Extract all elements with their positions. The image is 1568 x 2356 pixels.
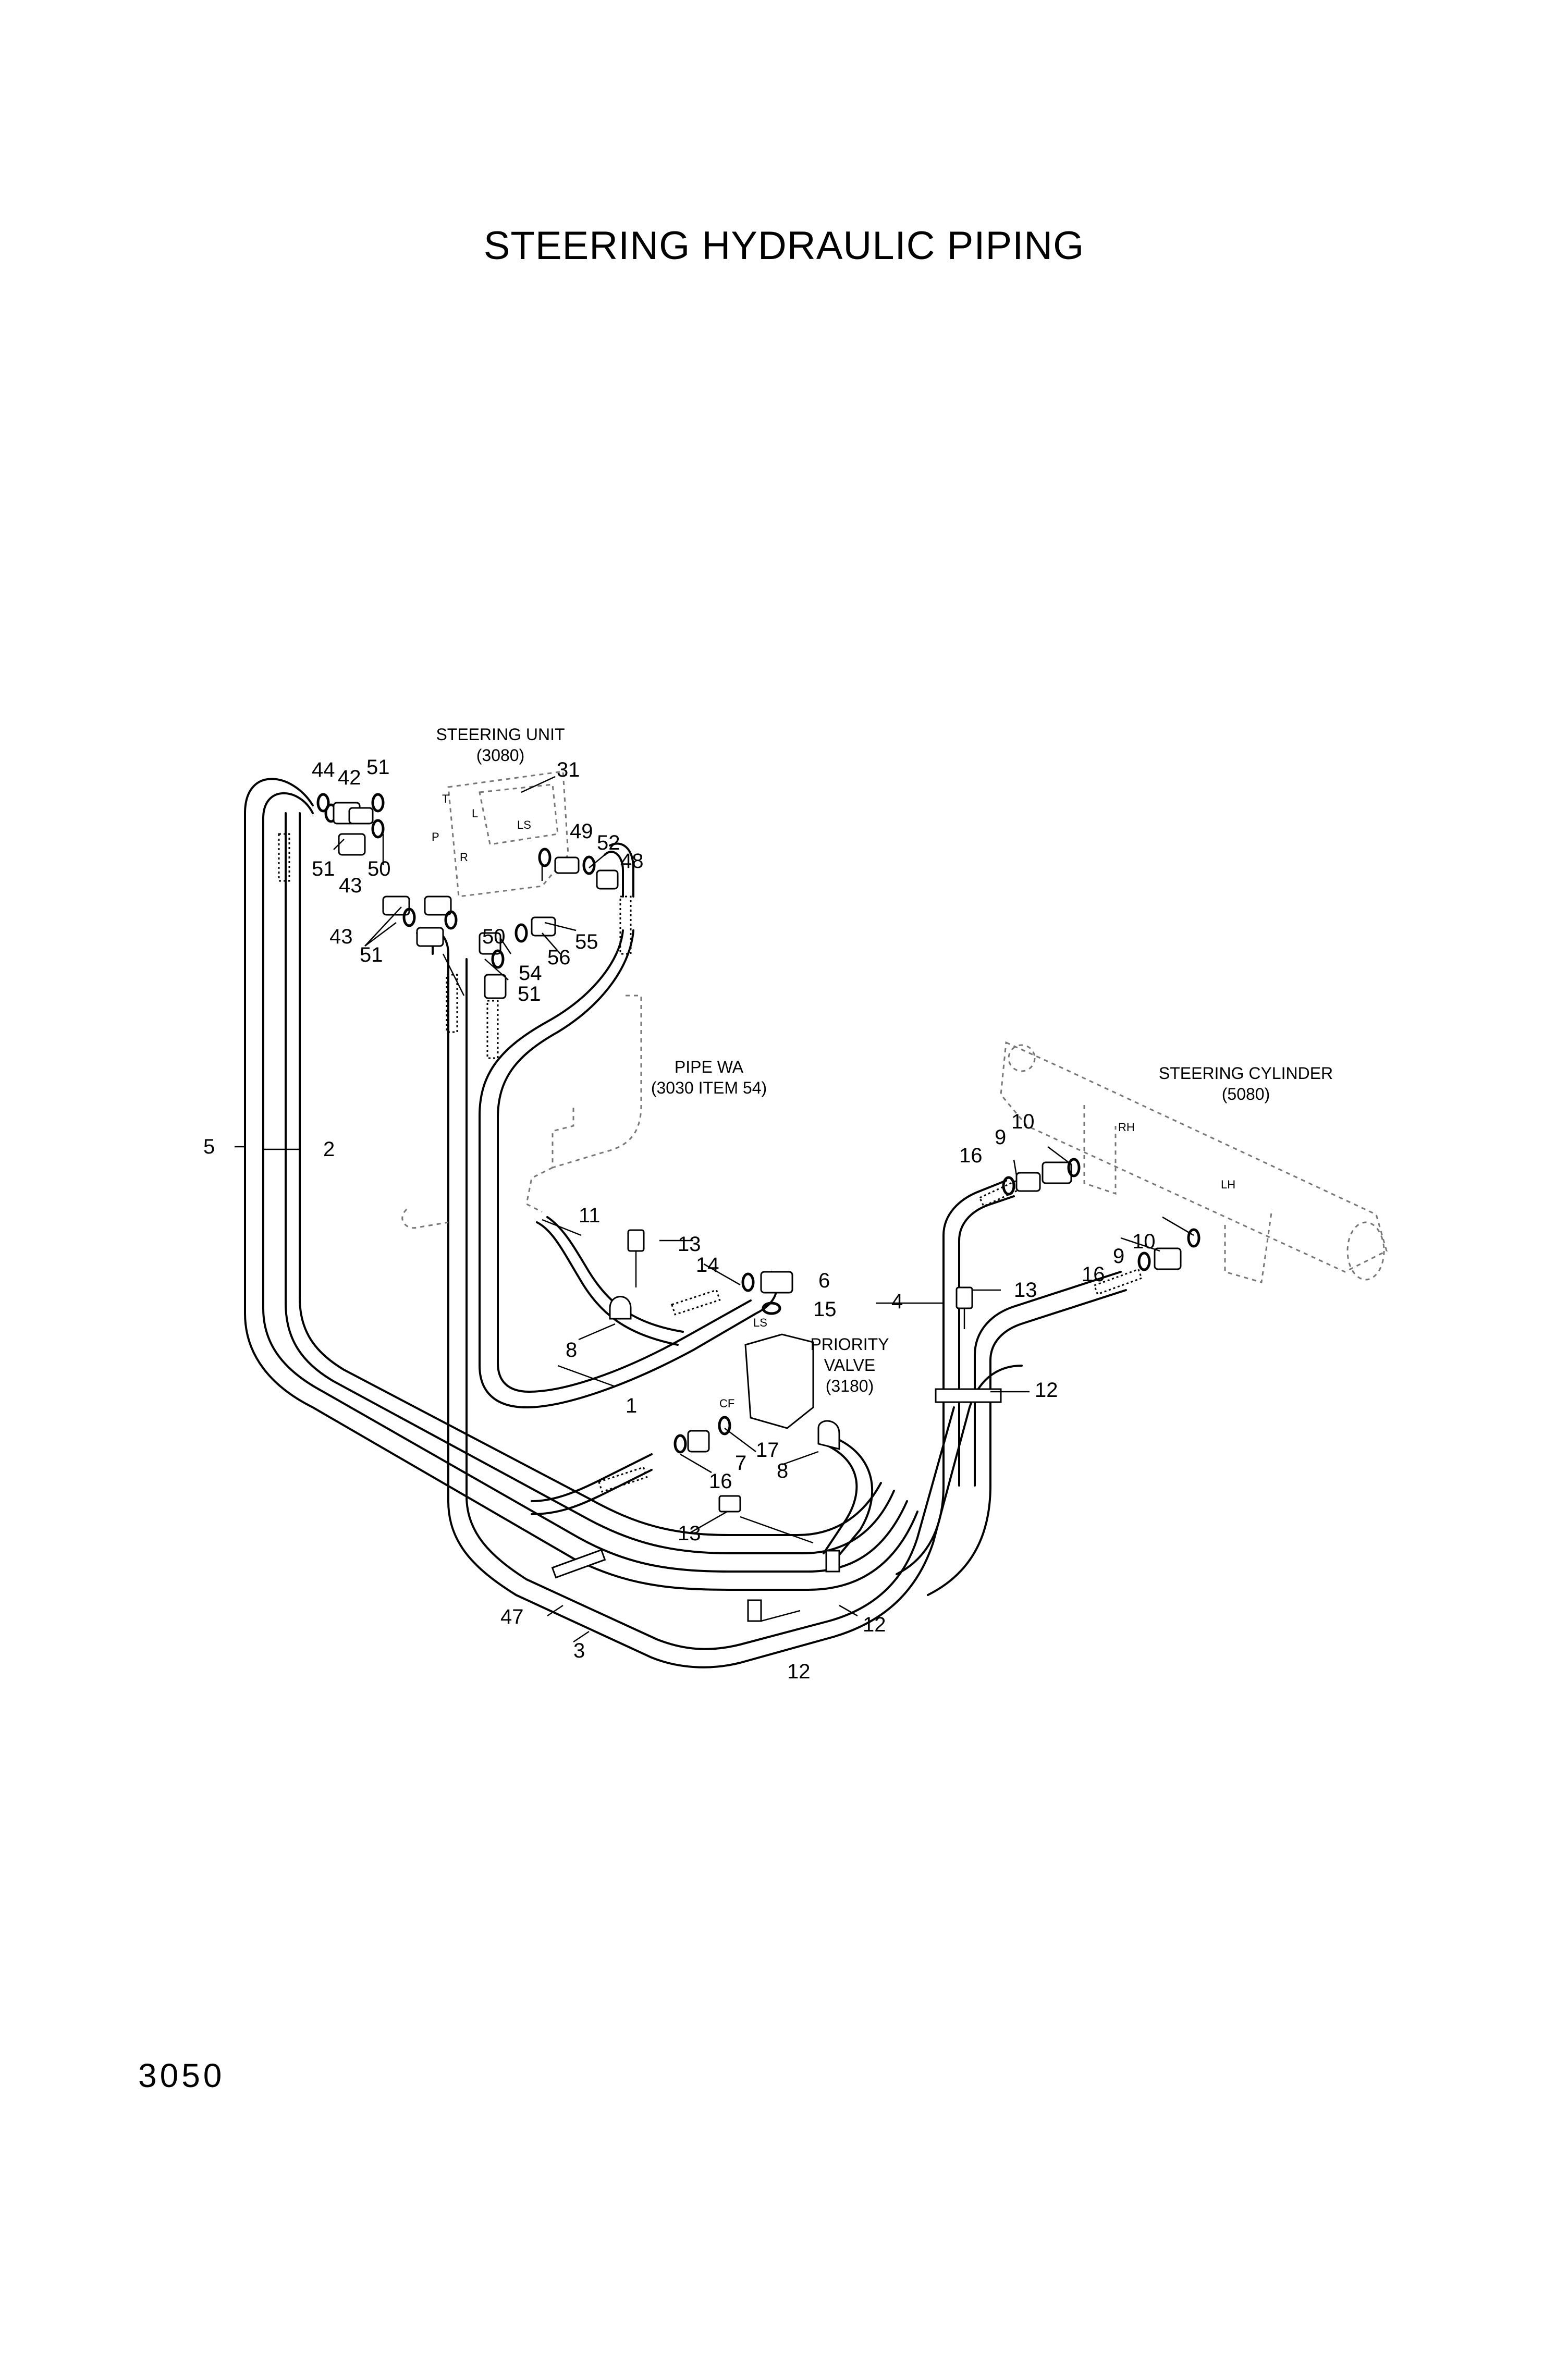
callout: 15 [813, 1298, 837, 1321]
callout: 56 [547, 946, 571, 969]
callout-numbers: 44 42 51 31 51 50 43 49 52 48 43 51 50 5… [203, 756, 1156, 1683]
callout: 2 [323, 1138, 335, 1161]
leader-lines [235, 776, 1194, 1643]
callout: 55 [575, 930, 598, 953]
callout: 8 [777, 1459, 788, 1482]
valve-port-ls: LS [753, 1316, 767, 1329]
callout: 50 [368, 857, 391, 880]
component-labels: STEERING UNIT (3080) PIPE WA (3030 ITEM … [436, 725, 1333, 1395]
callout: 49 [570, 820, 593, 843]
callout: 43 [329, 925, 353, 948]
port-rh: RH [1118, 1121, 1135, 1134]
callout: 16 [709, 1470, 732, 1493]
port-lh: LH [1221, 1178, 1235, 1191]
page-number: 3050 [138, 2057, 225, 2094]
priority-valve-label-1: PRIORITY [810, 1335, 889, 1354]
port-p: P [432, 830, 439, 843]
callout: 31 [557, 758, 580, 781]
callout: 9 [995, 1126, 1006, 1149]
callout: 43 [339, 874, 362, 897]
callout: 13 [678, 1233, 701, 1256]
callout: 1 [626, 1394, 637, 1417]
callout: 51 [312, 857, 335, 880]
port-t: T [442, 792, 449, 805]
callout: 6 [818, 1269, 830, 1292]
ghost-outlines [401, 770, 1388, 1283]
pipe-lines [244, 778, 1127, 1668]
callout: 13 [1014, 1279, 1037, 1302]
port-labels: T L LS P R RH LH LS CF [432, 792, 1235, 1410]
callout: 51 [360, 943, 383, 966]
pipe-wa-ref: (3030 ITEM 54) [651, 1078, 767, 1097]
callout: 51 [518, 983, 541, 1005]
callout: 12 [787, 1660, 811, 1683]
callout: 7 [735, 1452, 746, 1475]
callout: 11 [579, 1204, 601, 1227]
callout: 13 [678, 1522, 701, 1545]
steering-cylinder-label: STEERING CYLINDER [1159, 1064, 1333, 1083]
callout: 51 [366, 756, 390, 779]
callout: 50 [482, 925, 506, 948]
callout: 54 [519, 962, 542, 985]
valve-port-cf: CF [719, 1397, 734, 1410]
priority-valve-label-2: VALVE [824, 1356, 875, 1375]
callout: 17 [756, 1439, 779, 1462]
callout: 10 [1011, 1110, 1035, 1133]
port-l: L [472, 807, 478, 820]
callout: 48 [620, 850, 644, 873]
callout: 5 [203, 1135, 215, 1158]
steering-cylinder-ref: (5080) [1222, 1085, 1270, 1103]
callout: 9 [1113, 1245, 1124, 1268]
diagram-title: STEERING HYDRAULIC PIPING [483, 224, 1085, 268]
callout: 4 [891, 1290, 903, 1313]
callout: 47 [500, 1605, 524, 1628]
fittings [278, 793, 1200, 1622]
callout: 14 [696, 1254, 719, 1277]
port-ls: LS [517, 818, 531, 831]
callout: 16 [959, 1144, 983, 1167]
callout: 8 [566, 1339, 577, 1361]
steering-unit-label: STEERING UNIT [436, 725, 565, 744]
callout: 3 [573, 1639, 585, 1662]
callout: 44 [312, 758, 335, 781]
callout: 52 [597, 831, 620, 854]
callout: 16 [1082, 1263, 1105, 1286]
pipe-wa-label: PIPE WA [675, 1058, 744, 1076]
callout: 12 [1035, 1379, 1058, 1402]
callout: 12 [863, 1613, 886, 1636]
steering-unit-ref: (3080) [476, 746, 525, 765]
callout: 10 [1132, 1230, 1156, 1253]
port-r: R [460, 851, 468, 864]
callout: 42 [338, 766, 361, 789]
priority-valve-ref: (3180) [826, 1377, 874, 1395]
